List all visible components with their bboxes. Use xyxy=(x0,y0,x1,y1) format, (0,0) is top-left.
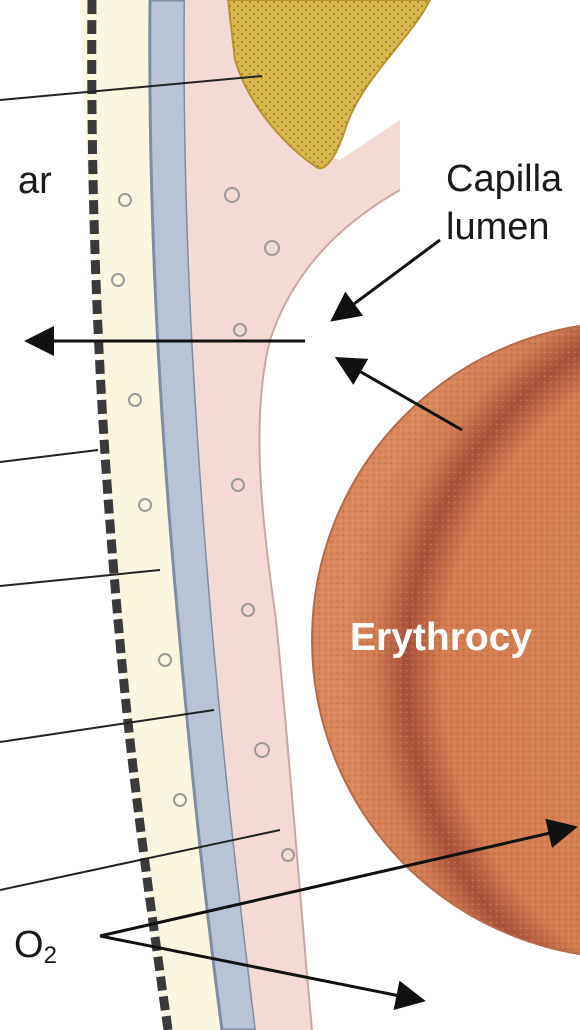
oxygen-label: O2 xyxy=(14,926,57,968)
capillary-label-line1: Capilla xyxy=(446,160,562,198)
oxygen-letter: O xyxy=(14,924,44,966)
capillary-label-line2: lumen xyxy=(446,208,550,246)
erythrocyte-label: Erythrocy xyxy=(350,618,532,657)
oxygen-subscript: 2 xyxy=(44,942,57,969)
alveolar-label: ar xyxy=(18,162,52,200)
